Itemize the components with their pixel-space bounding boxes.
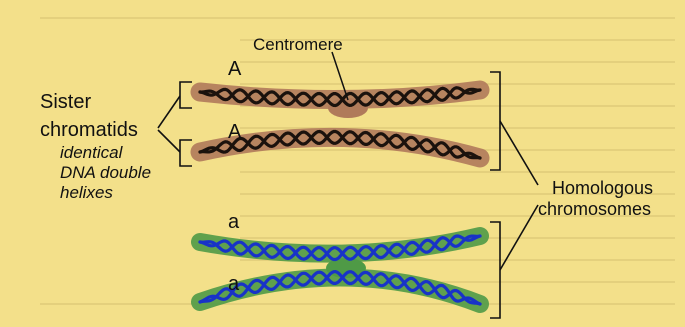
sister-chromatids-label-line1: Sister: [40, 91, 91, 113]
allele-label-A-2: A: [228, 121, 242, 143]
homologous-chromosomes-label-line2: chromosomes: [538, 199, 651, 219]
sister-chromatids-label-line2: chromatids: [40, 119, 138, 141]
centromere-label: Centromere: [253, 35, 343, 54]
homologous-brackets: [490, 72, 538, 318]
identical-dna-label-line2: DNA double: [60, 163, 151, 182]
allele-label-a-2: a: [228, 273, 240, 295]
identical-dna-label-line3: helixes: [60, 183, 113, 202]
allele-label-A-1: A: [228, 58, 242, 80]
allele-label-a-1: a: [228, 211, 240, 233]
sister-chromatids-brackets: [158, 82, 192, 166]
centromere-upper: [328, 98, 368, 118]
homologous-chromosomes-label-line1: Homologous: [552, 178, 653, 198]
identical-dna-label-line1: identical: [60, 143, 124, 162]
